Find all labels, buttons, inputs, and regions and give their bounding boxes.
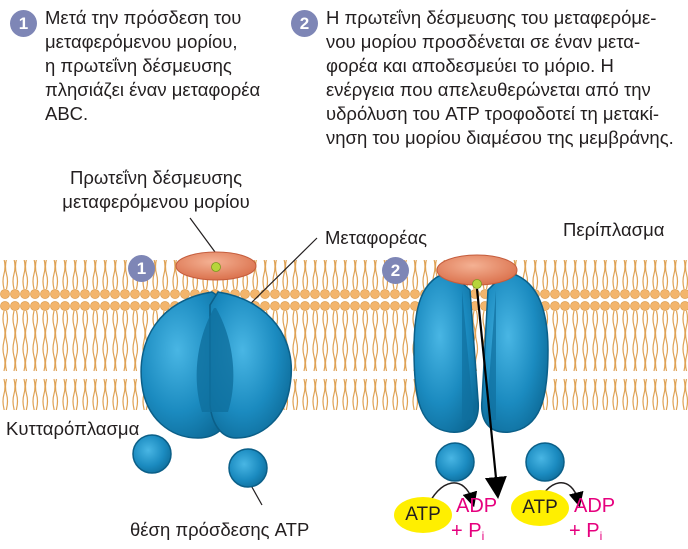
molecule-1 — [212, 263, 221, 272]
atp-site-label: θέση πρόσδεσης ATP — [130, 518, 309, 542]
step-1-line: Μετά την πρόσδεση του — [45, 6, 260, 30]
phosphate-sub-2: i — [600, 529, 603, 543]
binding-protein-label-line: μεταφερόμενου μορίου — [38, 190, 274, 214]
transporter-label: Μεταφορέας — [325, 226, 427, 250]
step-2-text: Η πρωτεΐνη δέσμευσης του μεταφερόμε- νου… — [326, 6, 674, 150]
step-1-line: η πρωτεΐνη δέσμευσης — [45, 54, 260, 78]
step-2-line: νηση του μορίου διαμέσου της μεμβράνης. — [326, 126, 674, 150]
binding-protein-leader — [190, 218, 215, 252]
phosphate-label-1: + Pi — [451, 519, 484, 548]
phosphate-sub-1: i — [482, 529, 485, 543]
phosphate-label-2: + Pi — [569, 519, 602, 548]
phosphate-text-2: + P — [569, 520, 600, 542]
atp-oval-2: ATP — [511, 490, 569, 526]
adp-label-2: ADP — [574, 494, 615, 518]
atp-oval-1: ATP — [394, 497, 452, 533]
step-2-line: φορέα και αποδεσμεύει το μόριο. Η — [326, 54, 674, 78]
step-1-line: μεταφερόμενου μορίου, — [45, 30, 260, 54]
transporter-2-marker: 2 — [382, 257, 409, 284]
step-2-line: νου μορίου προσδένεται σε έναν μετα- — [326, 30, 674, 54]
molecule-2 — [473, 280, 482, 289]
transporter-2 — [414, 272, 564, 481]
adp-label-1: ADP — [456, 494, 497, 518]
step-2-line: Η πρωτεΐνη δέσμευσης του μεταφερόμε- — [326, 6, 674, 30]
step-2-line: υδρόλυση του ATP τροφοδοτεί τη μετακί- — [326, 102, 674, 126]
periplasm-label: Περίπλασμα — [563, 218, 664, 242]
step-1-line: πλησιάζει έναν μεταφορέα — [45, 78, 260, 102]
binding-protein-label-line: Πρωτεΐνη δέσμευσης — [38, 166, 274, 190]
phosphate-text-1: + P — [451, 520, 482, 542]
binding-protein-label: Πρωτεΐνη δέσμευσης μεταφερόμενου μορίου — [38, 166, 274, 214]
transporter-1-marker: 1 — [128, 255, 155, 282]
step-1-line: ABC. — [45, 102, 260, 126]
step-1-text: Μετά την πρόσδεση του μεταφερόμενου μορί… — [45, 6, 260, 126]
cytoplasm-label: Κυτταρόπλασμα — [6, 417, 139, 441]
lipid-bilayer — [0, 260, 688, 410]
step-2-badge: 2 — [291, 10, 318, 37]
step-1-badge: 1 — [10, 10, 37, 37]
step-2-line: ενέργεια που απελευθερώνεται από την — [326, 78, 674, 102]
